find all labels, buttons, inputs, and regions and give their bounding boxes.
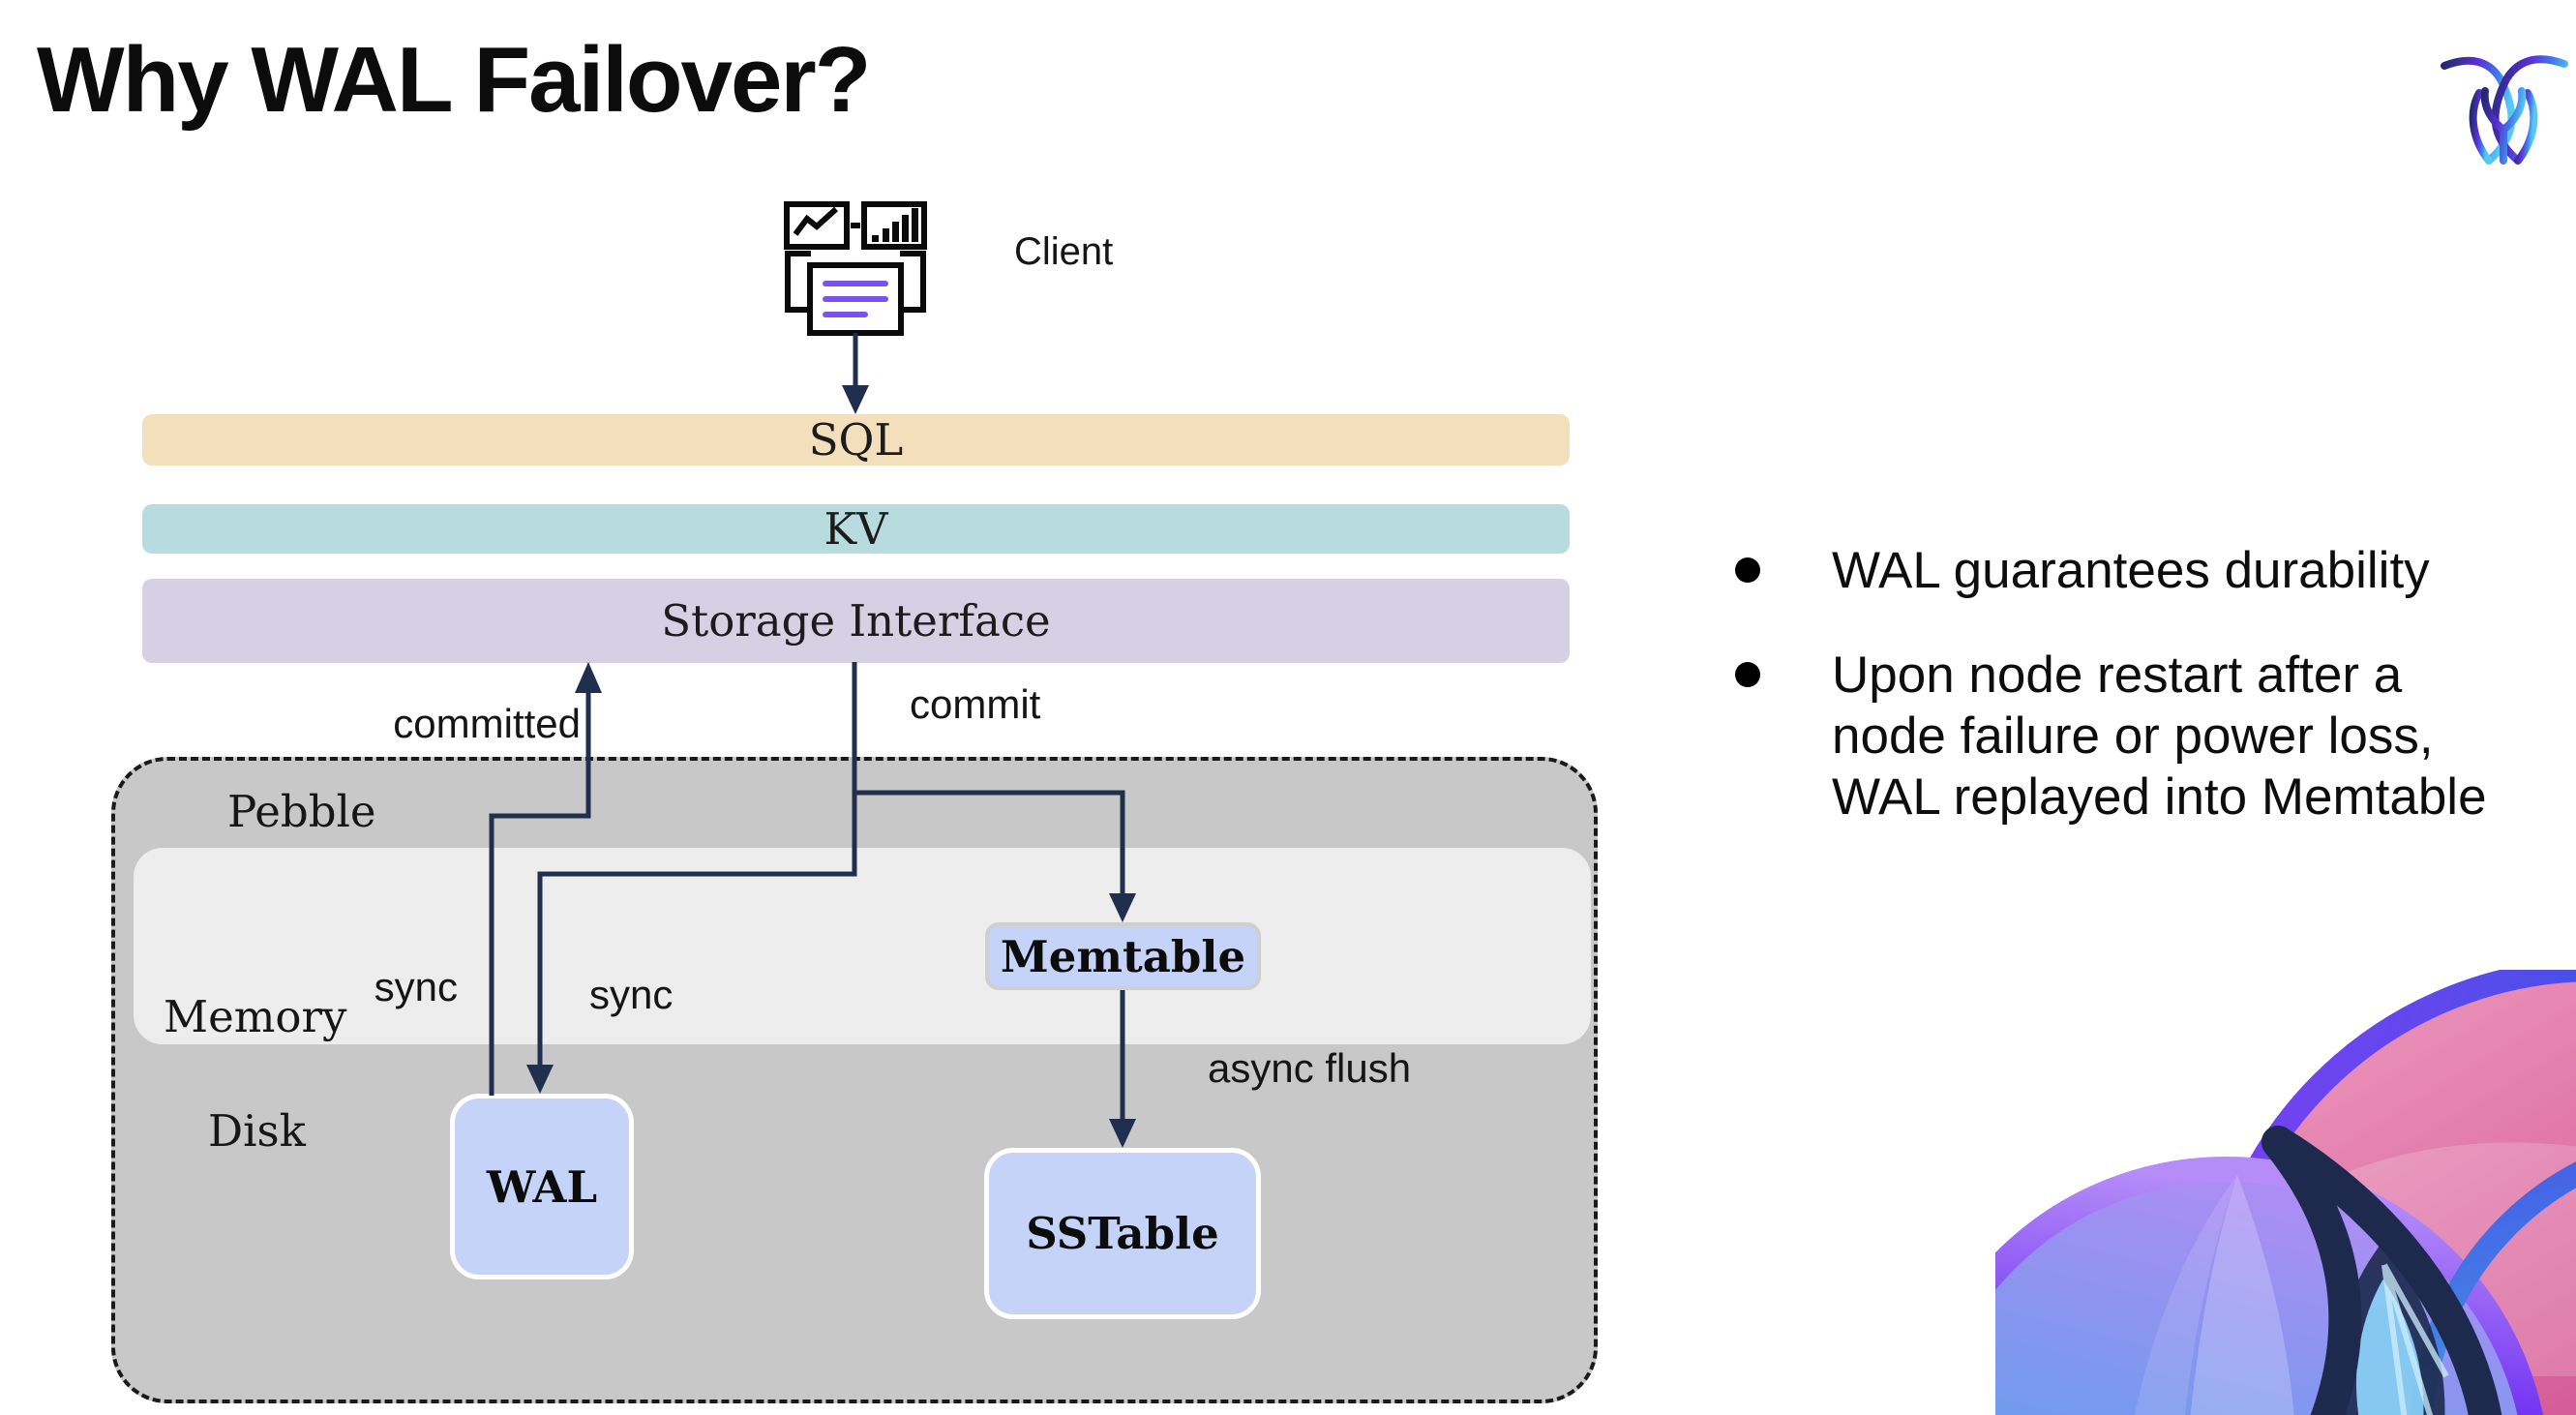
cockroachdb-logo-icon [2441, 55, 2568, 165]
bullet-dot-icon [1735, 557, 1760, 583]
bullet-dot-icon [1735, 662, 1760, 687]
layer-bar-kv: KV [142, 503, 1570, 555]
bullet-line: WAL guarantees durability [1832, 542, 2430, 599]
bullet-line: WAL replayed into Memtable [1832, 768, 2487, 826]
disk-label: Disk [208, 1105, 306, 1157]
wal-box: WAL [450, 1094, 634, 1280]
memtable-label: Memtable [1000, 930, 1246, 982]
layer-label-kv: KV [824, 503, 888, 555]
sync-right-edge-label: sync [589, 972, 674, 1017]
sstable-label: SSTable [1026, 1208, 1219, 1259]
memory-band [134, 848, 1591, 1044]
commit-edge-label: commit [910, 681, 1041, 727]
memory-label: Memory [164, 991, 347, 1042]
layer-label-storage-interface: Storage Interface [661, 595, 1051, 647]
pebble-label: Pebble [227, 786, 376, 837]
bullet-list: WAL guarantees durability Upon node rest… [1735, 540, 2567, 828]
layer-bar-storage-interface: Storage Interface [142, 579, 1570, 663]
committed-edge-label: committed [393, 701, 581, 746]
bullet-line: Upon node restart after a [1832, 647, 2403, 704]
list-item: Upon node restart after a node failure o… [1735, 645, 2567, 828]
page-title: Why WAL Failover? [37, 28, 871, 132]
layer-label-sql: SQL [808, 414, 904, 466]
client-label: Client [1014, 230, 1114, 273]
bullet-line: node failure or power loss, [1832, 708, 2434, 765]
async-flush-edge-label: async flush [1208, 1045, 1412, 1091]
layer-bar-sql: SQL [142, 414, 1570, 466]
sync-left-edge-label: sync [374, 964, 458, 1009]
memtable-box: Memtable [985, 922, 1261, 990]
list-item: WAL guarantees durability [1735, 540, 2567, 601]
wal-label: WAL [486, 1160, 598, 1213]
sstable-box: SSTable [984, 1148, 1261, 1319]
client-dashboard-icon [784, 201, 927, 336]
brand-decoration-graphic [1995, 970, 2576, 1415]
